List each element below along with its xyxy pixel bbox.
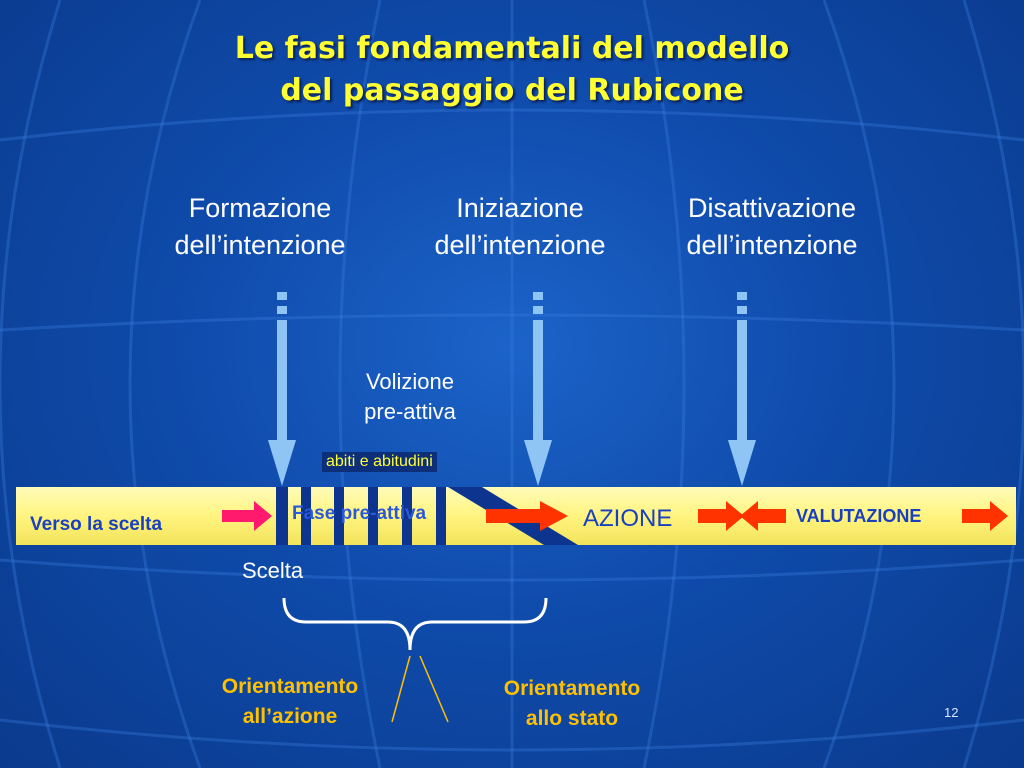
split-line-right	[419, 655, 449, 723]
volizione-label: Volizione pre-attiva	[330, 367, 490, 427]
slide-title-line1: Le fasi fondamentali del modello	[234, 31, 790, 66]
phase-disattivazione-line2: dell’intenzione	[686, 230, 858, 260]
volizione-line2: pre-attiva	[364, 399, 456, 424]
scelta-label: Scelta	[242, 558, 304, 583]
red-arrow-azione-in	[486, 501, 568, 531]
red-arrow-right	[698, 501, 744, 531]
phase-formazione: Formazione dell’intenzione	[140, 190, 380, 264]
preactive-stripes	[276, 487, 446, 545]
phase-arrow-3	[728, 292, 756, 486]
phase-iniziazione-line2: dell’intenzione	[434, 230, 606, 260]
slide-title: Le fasi fondamentali del modello del pas…	[0, 28, 1024, 112]
orientamento-stato-line1: Orientamento	[503, 677, 641, 700]
slide-title-line2: del passaggio del Rubicone	[280, 73, 744, 108]
phase-formazione-line1: Formazione	[188, 193, 332, 223]
valutazione-label: VALUTAZIONE	[796, 506, 922, 526]
verso-la-scelta-label: Verso la scelta	[30, 514, 163, 535]
phase-disattivazione-line1: Disattivazione	[687, 193, 857, 223]
volizione-line1: Volizione	[365, 369, 455, 394]
orientamento-azione-line2: all’azione	[242, 705, 338, 728]
page-number: 12	[944, 705, 959, 720]
phase-formazione-line2: dell’intenzione	[174, 230, 346, 260]
brace	[282, 597, 548, 651]
split-line-left	[391, 655, 411, 723]
abiti-label: abiti e abitudini	[322, 452, 437, 472]
pink-arrow	[222, 501, 272, 531]
phase-iniziazione-line1: Iniziazione	[456, 193, 584, 223]
red-arrow-end	[962, 501, 1008, 531]
orientamento-stato: Orientamento allo stato	[472, 674, 672, 734]
orientamento-azione-line1: Orientamento	[221, 675, 359, 698]
red-arrow-left	[740, 501, 786, 531]
orientamento-stato-line2: allo stato	[525, 707, 619, 730]
phase-disattivazione: Disattivazione dell’intenzione	[652, 190, 892, 264]
phase-arrow-1	[268, 292, 296, 486]
phase-arrow-2	[524, 292, 552, 486]
orientamento-azione: Orientamento all’azione	[190, 672, 390, 732]
phase-iniziazione: Iniziazione dell’intenzione	[400, 190, 640, 264]
azione-label: AZIONE	[583, 505, 673, 532]
fase-preattiva-label: Fase pre-attiva	[292, 503, 427, 524]
